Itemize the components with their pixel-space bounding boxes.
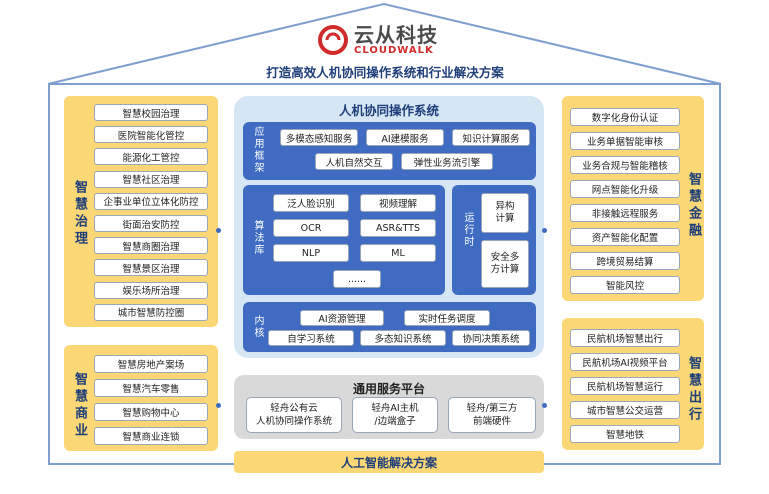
commerce-item: 智慧汽车零售 (94, 379, 208, 397)
page-subtitle: 打造高效人机协同操作系统和行业解决方案 (266, 65, 504, 80)
governance-item: 智慧校园治理 (94, 104, 208, 121)
kernel-item: 多态知识系统 (360, 330, 446, 346)
runtime-item: 安全多方计算 (481, 240, 529, 288)
travel-item: 城市智慧公交运营 (570, 401, 680, 419)
finance-item: 网点智能化升级 (570, 180, 680, 198)
platform-title: 通用服务平台 (352, 382, 425, 396)
finance-item: 资产智能化配置 (570, 228, 680, 246)
finance-item: 数字化身份认证 (570, 108, 680, 126)
commerce-item: 智慧购物中心 (94, 403, 208, 421)
panel-title-finance: 智慧金融 (686, 172, 701, 240)
finance-item: 业务单据智能审核 (570, 132, 680, 150)
governance-item: 医院智能化管控 (94, 126, 208, 144)
travel-item: 民航机场智慧运行 (570, 377, 680, 395)
connector-dot (542, 228, 547, 233)
panel-title-travel: 智慧出行 (686, 356, 701, 424)
commerce-item: 智慧商业连锁 (94, 427, 208, 445)
app-framework-item: 弹性业务流引擎 (401, 153, 493, 170)
governance-item: 街面治安防控 (94, 215, 208, 232)
algorithm-item: ...... (333, 270, 381, 288)
panel-title-commerce: 智慧商业 (72, 372, 87, 440)
app-framework-label: 应用框架 (252, 126, 263, 174)
runtime-label: 运行时 (462, 212, 473, 248)
finance-item: 非接触远程服务 (570, 204, 680, 222)
algorithm-item: NLP (273, 244, 349, 262)
connector-dot (542, 403, 547, 408)
logo-chinese: 云从科技 (354, 22, 438, 47)
algorithm-item: OCR (273, 219, 349, 237)
platform-item: 轻舟AI主机 /边端盒子 (352, 397, 438, 433)
kernel-item: 实时任务调度 (404, 310, 490, 326)
os-title: 人机协同操作系统 (338, 103, 439, 118)
platform-item: 轻舟/第三方 前端硬件 (448, 397, 536, 433)
app-framework-item: AI建模服务 (366, 129, 444, 146)
platform-item: 轻舟公有云 人机协同操作系统 (246, 397, 342, 433)
governance-item: 城市智慧防控圈 (94, 303, 208, 321)
connector-dot (216, 403, 221, 408)
logo-english: CLOUDWALK (354, 44, 434, 56)
ai-solutions-bar: 人工智能解决方案 (234, 451, 544, 473)
kernel-item: AI资源管理 (300, 310, 384, 326)
algorithm-item: 泛人脸识别 (273, 194, 349, 212)
governance-item: 智慧社区治理 (94, 170, 208, 188)
governance-item: 智慧景区治理 (94, 259, 208, 277)
connector-dot (216, 228, 221, 233)
travel-item: 民航机场AI视频平台 (570, 353, 680, 371)
kernel-item: 自学习系统 (268, 330, 354, 346)
cloudwalk-logo-icon (318, 25, 348, 55)
finance-item: 智能风控 (570, 276, 680, 294)
algorithm-label: 算法库 (252, 220, 263, 256)
finance-item: 跨境贸易结算 (570, 252, 680, 270)
panel-smart-finance (562, 96, 704, 301)
kernel-label: 内核 (252, 315, 263, 339)
app-framework-item: 多模态感知服务 (280, 129, 358, 146)
app-framework-item: 知识计算服务 (452, 129, 530, 146)
travel-item: 民航机场智慧出行 (570, 329, 680, 347)
algorithm-item: ASR&TTS (360, 219, 436, 237)
runtime-item: 异构计算 (481, 193, 529, 233)
algorithm-item: ML (360, 244, 436, 262)
travel-item: 智慧地铁 (570, 425, 680, 443)
commerce-item: 智慧房地产案场 (94, 355, 208, 373)
app-framework-item: 人机自然交互 (315, 153, 393, 170)
finance-item: 业务合规与智能稽核 (570, 156, 680, 174)
panel-title-governance: 智慧治理 (72, 180, 87, 248)
governance-item: 企事业单位立体化防控 (94, 192, 208, 210)
algorithm-item: 视频理解 (360, 194, 436, 212)
governance-item: 智慧商圈治理 (94, 237, 208, 255)
governance-item: 能源化工管控 (94, 148, 208, 166)
kernel-item: 协同决策系统 (452, 330, 530, 346)
logo: 云从科技 CLOUDWALK (318, 20, 458, 60)
governance-item: 娱乐场所治理 (94, 281, 208, 299)
